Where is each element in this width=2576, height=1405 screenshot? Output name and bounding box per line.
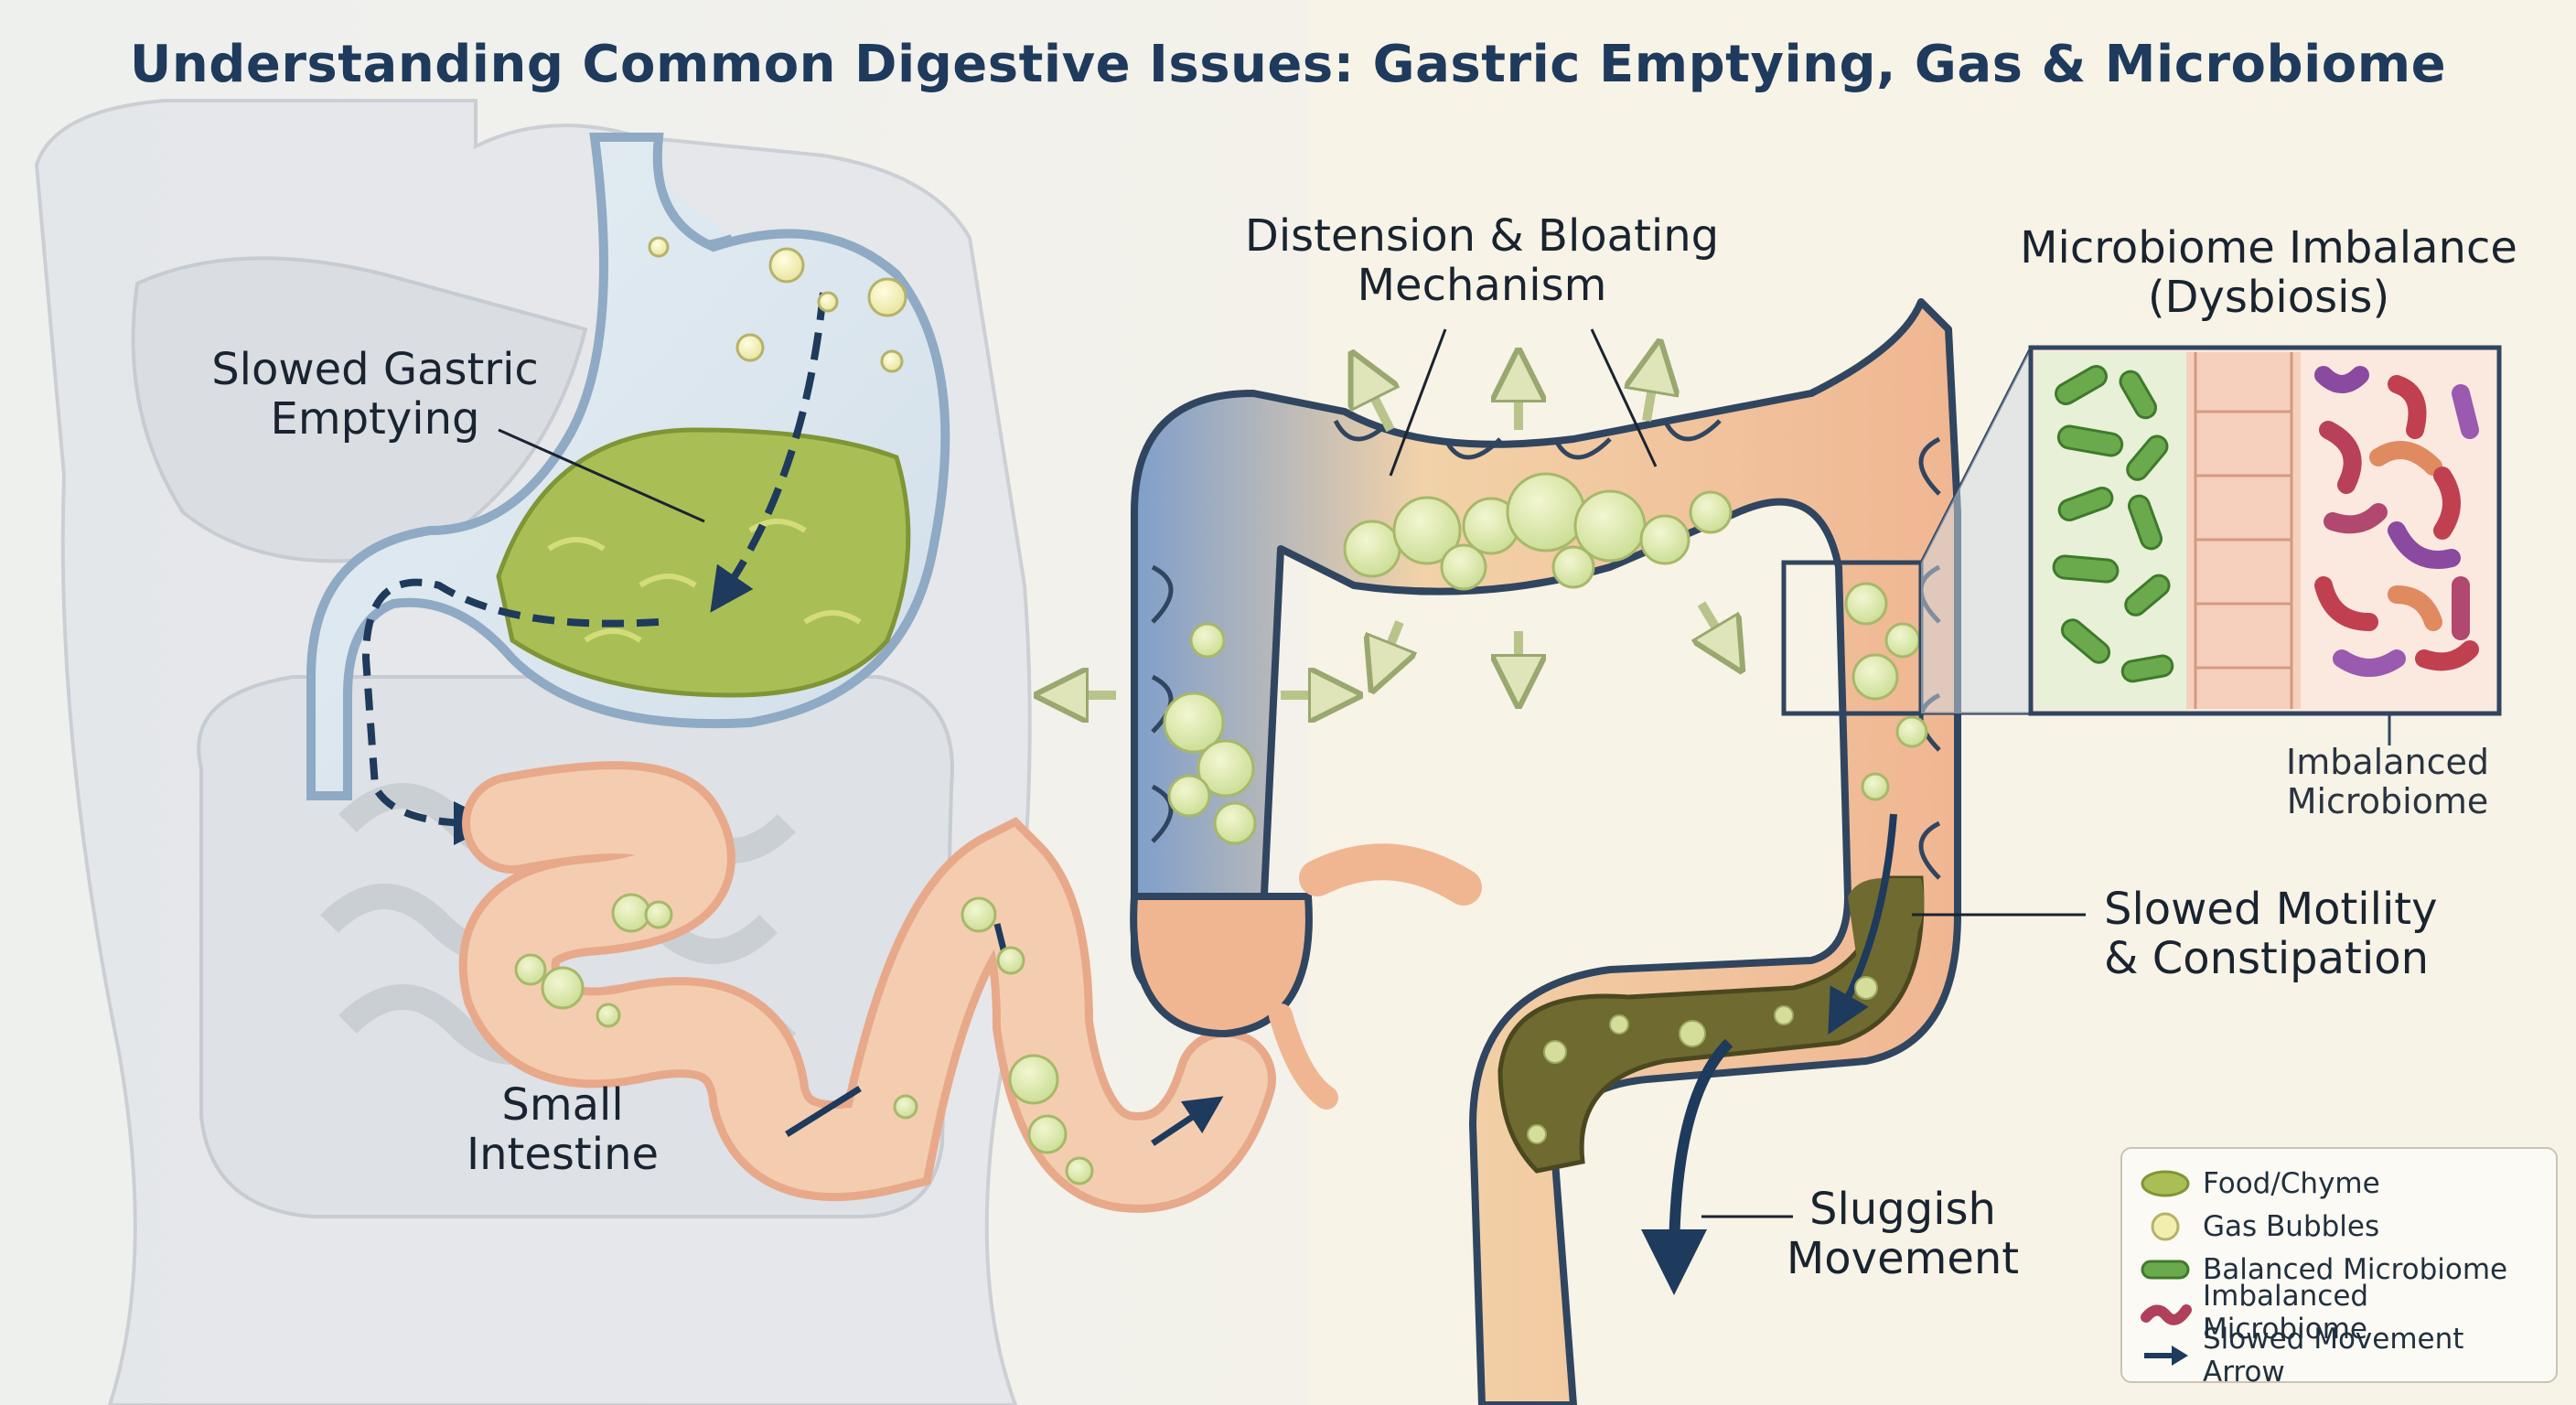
ileum-connection bbox=[1299, 843, 1482, 906]
colon-cecum bbox=[1130, 893, 1313, 1038]
imbalanced-microbes bbox=[2314, 366, 2479, 677]
intestinal-lining bbox=[2186, 352, 2301, 709]
stomach-flow-arrow bbox=[710, 292, 827, 613]
balanced-microbe-icon bbox=[2141, 1260, 2190, 1279]
chyme-mass bbox=[496, 427, 911, 698]
page-title: Understanding Common Digestive Issues: G… bbox=[129, 35, 2447, 94]
microbiome-inset bbox=[1781, 345, 2502, 745]
balanced-zone bbox=[2035, 352, 2186, 709]
colon-gas-bubbles bbox=[1163, 472, 1928, 845]
gas-bubble-icon bbox=[2151, 1212, 2180, 1240]
label-slowed-motility: Slowed Motility & Constipation bbox=[2104, 884, 2438, 984]
legend-item-balanced-microbiome: Balanced Microbiome bbox=[2139, 1248, 2539, 1291]
legend: Food/Chyme Gas Bubbles Balanced Microbio… bbox=[2120, 1147, 2558, 1389]
stomach-gas-bubbles bbox=[648, 236, 907, 373]
chyme-texture bbox=[547, 519, 862, 643]
label-distension-bloating: Distension & Bloating Mechanism bbox=[1244, 210, 1720, 311]
colon-motility-arrow bbox=[1828, 813, 1897, 1035]
lining-cells bbox=[2194, 352, 2293, 709]
large-intestine bbox=[1130, 298, 1961, 1405]
colon-body bbox=[1131, 298, 1961, 1405]
stool-gas-bubbles bbox=[1527, 976, 1878, 1144]
distension-arrows bbox=[1061, 366, 1729, 695]
imbalanced-microbe-icon bbox=[2141, 1303, 2192, 1325]
sluggish-movement-arrow bbox=[1641, 1038, 1733, 1295]
label-microbiome-imbalance: Microbiome Imbalance (Dysbiosis) bbox=[2020, 222, 2517, 323]
legend-item-slowed-movement-arrow: Slowed Movement Arrow bbox=[2139, 1323, 2539, 1389]
slow-arrow-icon bbox=[2144, 1345, 2188, 1366]
leader-lines bbox=[498, 328, 2086, 1218]
stomach bbox=[306, 133, 950, 845]
legend-item-food-chyme: Food/Chyme bbox=[2139, 1162, 2539, 1205]
legend-item-imbalanced-microbiome: Imbalanced Microbiome bbox=[2139, 1280, 2539, 1346]
stool-mass bbox=[1497, 875, 1925, 1174]
label-sluggish-movement: Sluggish Movement bbox=[1786, 1184, 2020, 1284]
small-intestine bbox=[458, 761, 1276, 1213]
legend-item-gas-bubbles: Gas Bubbles bbox=[2139, 1205, 2539, 1248]
balanced-microbes bbox=[2052, 365, 2174, 683]
label-small-intestine: Small Intestine bbox=[466, 1079, 660, 1180]
label-slowed-gastric-emptying: Slowed Gastric Emptying bbox=[211, 344, 539, 445]
appendix bbox=[1269, 1003, 1338, 1110]
label-imbalanced-microbiome: Imbalanced Microbiome bbox=[2286, 742, 2489, 821]
food-chyme-icon bbox=[2141, 1170, 2190, 1196]
small-intestine-gas-bubbles bbox=[514, 893, 1094, 1185]
pylorus-flow-arrow bbox=[361, 578, 660, 845]
